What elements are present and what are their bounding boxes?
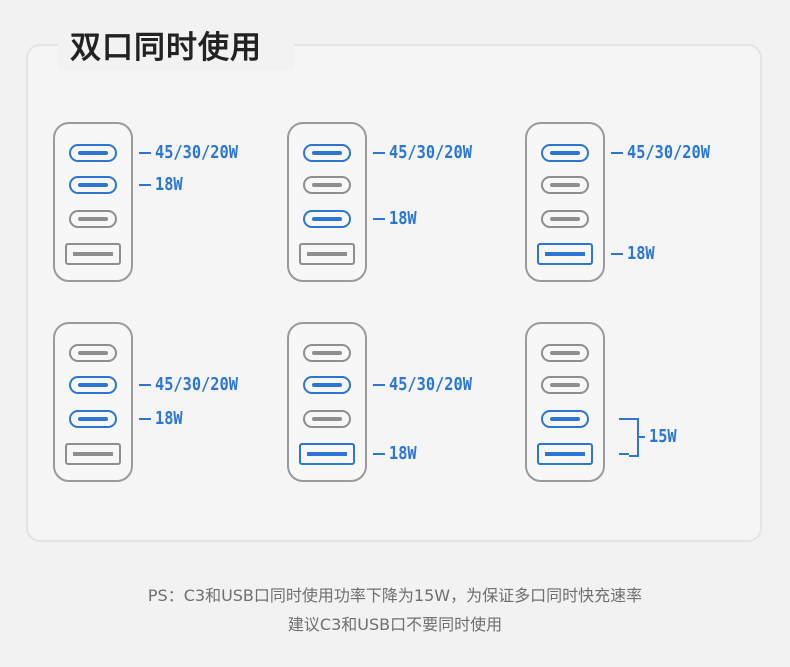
connector-line (373, 152, 385, 154)
connector-line (139, 184, 151, 186)
power-label: 18W (627, 243, 655, 264)
page-title: 双口同时使用 (70, 30, 262, 66)
note-line-2: 建议C3和USB口不要同时使用 (287, 615, 503, 634)
usb-c-port-active (541, 144, 589, 162)
usb-a-port-active (537, 243, 593, 265)
usb-c-port (541, 344, 589, 362)
usb-c-port-active (69, 176, 117, 194)
note-line-1: PS：C3和USB口同时使用功率下降为15W，为保证多口同时快充速率 (147, 586, 643, 605)
connector-line (611, 253, 623, 255)
usb-a-port (299, 243, 355, 265)
title-background (58, 18, 294, 70)
config-panel (26, 44, 762, 542)
bracket-stub-out (637, 435, 645, 438)
usb-c-port (303, 410, 351, 428)
usb-c-port-active (69, 144, 117, 162)
usb-c-port (69, 210, 117, 228)
usb-c-port (541, 376, 589, 394)
power-label: 18W (389, 208, 417, 229)
usb-c-port-active (303, 210, 351, 228)
connector-line (139, 152, 151, 154)
connector-line (373, 453, 385, 455)
usb-c-port-active (303, 144, 351, 162)
power-label: 18W (155, 408, 183, 429)
connector-line (373, 384, 385, 386)
bracket-stub-bottom (619, 453, 629, 455)
usb-c-port (303, 176, 351, 194)
usb-a-port-active (299, 443, 355, 465)
usb-c-port-active (303, 376, 351, 394)
usb-c-port-active (541, 410, 589, 428)
connector-line (139, 384, 151, 386)
power-label: 45/30/20W (389, 142, 472, 163)
usb-c-port-active (69, 376, 117, 394)
power-label: 45/30/20W (627, 142, 710, 163)
power-label: 18W (155, 174, 183, 195)
usb-a-port-active (537, 443, 593, 465)
power-label: 45/30/20W (389, 374, 472, 395)
usb-a-port (65, 443, 121, 465)
connector-line (139, 418, 151, 420)
usb-c-port-active (69, 410, 117, 428)
bracket-stub-top (619, 418, 629, 420)
usb-c-port (303, 344, 351, 362)
bracket-connector (629, 418, 639, 457)
power-label: 45/30/20W (155, 142, 238, 163)
power-label: 15W (649, 425, 677, 447)
usb-a-port (65, 243, 121, 265)
power-label: 18W (389, 443, 417, 464)
power-label: 45/30/20W (155, 374, 238, 395)
connector-line (611, 152, 623, 154)
usb-c-port (69, 344, 117, 362)
usb-c-port (541, 176, 589, 194)
usb-c-port (541, 210, 589, 228)
connector-line (373, 218, 385, 220)
